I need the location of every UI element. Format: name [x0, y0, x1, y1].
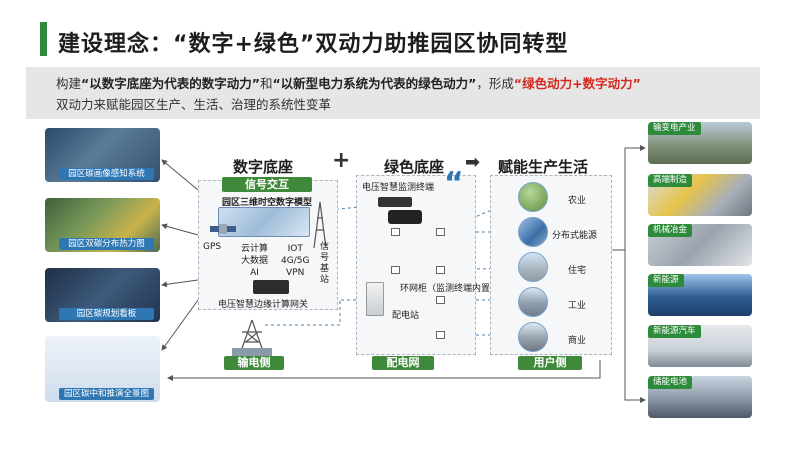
left-image-neutrality-panorama: 园区碳中和推演全景图 — [45, 336, 160, 402]
intro-text-4: 双动力来赋能园区生产、生活、治理的系统性变革 — [56, 97, 332, 112]
signal-tower-icon — [312, 200, 328, 250]
residential-label: 住宅 — [568, 266, 587, 276]
quote-symbol: “ — [444, 166, 464, 201]
right-image-caption: 新能源 — [648, 274, 684, 287]
right-image-caption: 储能电池 — [648, 376, 693, 389]
right-image-energy-storage: 储能电池 — [648, 376, 752, 418]
page-title: 建设理念：“数字+绿色”双动力助推园区协同转型 — [58, 32, 569, 57]
tablet-device — [388, 210, 422, 224]
life-title: 赋能生产生活 — [498, 158, 589, 176]
network-tech-list: IOT 4G/5G VPN — [281, 243, 309, 279]
right-image-caption: 高端制造 — [648, 174, 693, 187]
distributed-energy-label: 分布式能源 — [552, 231, 598, 241]
left-image-caption: 园区碳中和推演全景图 — [59, 388, 154, 400]
industry-label: 工业 — [568, 301, 587, 311]
terminal-box — [436, 296, 445, 304]
right-image-caption: 机械冶金 — [648, 224, 693, 237]
intro-text-3: ，形成 — [476, 76, 514, 91]
satellite-icon — [210, 220, 236, 238]
monitor-terminal-label: 电压智慧监测终端 — [362, 183, 435, 193]
intro-text-1: 构建 — [56, 76, 82, 91]
digital-base-title: 数字底座 — [233, 158, 294, 176]
arrow-symbol: ➡ — [465, 152, 481, 173]
big-data-label: 大数据 — [241, 256, 269, 266]
green-base-panel — [356, 175, 476, 355]
monitor-terminal-device — [378, 197, 412, 207]
distribution-station-label: 配电站 — [392, 311, 420, 321]
left-image-caption: 园区双碳分布热力图 — [59, 238, 154, 250]
title-accent-bar — [40, 22, 47, 56]
left-image-planning-board: 园区碳规划看板 — [45, 268, 160, 322]
plus-symbol: + — [332, 148, 351, 173]
green-base-title: 绿色底座 — [384, 158, 445, 176]
right-image-caption: 输变电产业 — [648, 122, 701, 135]
right-image-new-energy-vehicle: 新能源汽车 — [648, 325, 752, 367]
transmission-tower-icon — [232, 318, 272, 356]
left-image-heatmap: 园区双碳分布热力图 — [45, 198, 160, 252]
edge-gateway-device — [253, 280, 289, 294]
intro-box: 构建“以数字底座为代表的数字动力”和“以新型电力系统为代表的绿色动力”，形成“绿… — [26, 67, 760, 119]
right-image-advanced-manufacturing: 高端制造 — [648, 174, 752, 216]
cloud-tech-list: 云计算 大数据 AI — [241, 243, 268, 279]
digital-model-label: 园区三维时空数字模型 — [222, 198, 313, 208]
agriculture-image — [518, 182, 548, 212]
cloud-computing-label: 云计算 — [241, 244, 269, 254]
ring-cabinet-label: 环网柜（监测终端内置） — [400, 284, 500, 294]
terminal-box — [391, 266, 400, 274]
terminal-box — [436, 228, 445, 236]
ring-cabinet-device — [366, 282, 384, 316]
commercial-label: 商业 — [568, 336, 587, 346]
distribution-network-tag: 配电网 — [372, 356, 434, 370]
right-image-machinery-metallurgy: 机械冶金 — [648, 224, 752, 266]
terminal-box — [436, 331, 445, 339]
left-image-caption: 园区碳规划看板 — [59, 308, 154, 320]
left-image-caption: 园区碳画像感知系统 — [59, 168, 154, 180]
life-panel — [490, 175, 612, 355]
distributed-energy-image — [518, 217, 548, 247]
intro-bold-1: “以数字底座为代表的数字动力” — [81, 76, 260, 91]
terminal-box — [391, 228, 400, 236]
transmission-side-tag: 输电侧 — [224, 356, 284, 370]
gps-label: GPS — [203, 242, 222, 252]
left-image-carbon-sensing: 园区碳画像感知系统 — [45, 128, 160, 182]
signal-interaction-tag: 信号交互 — [222, 177, 312, 192]
4g5g-label: 4G/5G — [281, 256, 310, 266]
terminal-box — [436, 266, 445, 274]
edge-gateway-label: 电压智慧边缘计算网关 — [218, 300, 309, 310]
user-side-tag: 用户侧 — [518, 356, 582, 370]
residential-image — [518, 252, 548, 282]
right-image-caption: 新能源汽车 — [648, 325, 701, 338]
iot-label: IOT — [287, 244, 303, 254]
right-image-transmission-industry: 输变电产业 — [648, 122, 752, 164]
intro-highlight: “绿色动力+数字动力” — [513, 76, 641, 91]
industry-image — [518, 287, 548, 317]
intro-text-2: 和 — [259, 76, 273, 91]
ai-label: AI — [250, 268, 259, 278]
signal-station-label: 信号基站 — [320, 242, 330, 285]
vpn-label: VPN — [286, 268, 305, 278]
right-image-new-energy: 新能源 — [648, 274, 752, 316]
agriculture-label: 农业 — [568, 196, 587, 206]
commercial-image — [518, 322, 548, 352]
intro-bold-2: “以新型电力系统为代表的绿色动力” — [272, 76, 477, 91]
